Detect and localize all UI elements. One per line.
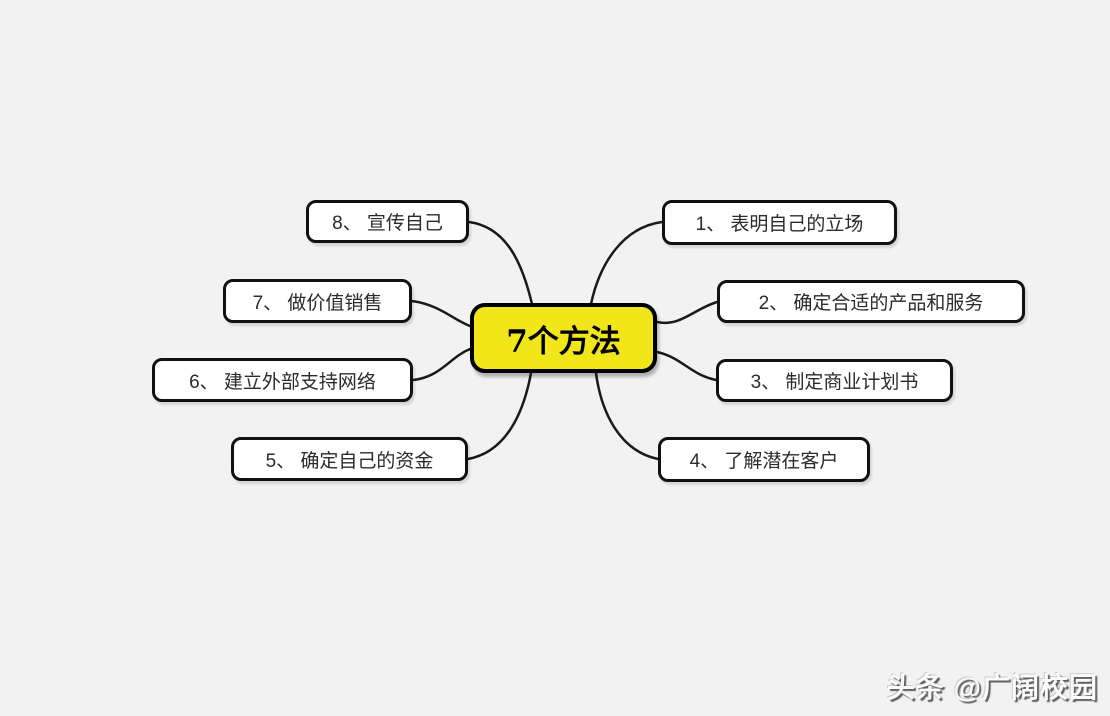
connector-branch-1 (589, 220, 664, 306)
connector-branch-7 (410, 299, 472, 328)
branch-node-1: 1、 表明自己的立场 (662, 200, 897, 245)
connector-branch-4 (594, 371, 660, 461)
branch-node-6: 6、 建立外部支持网络 (152, 358, 413, 402)
branch-node-7: 7、 做价值销售 (223, 279, 412, 323)
connector-branch-6 (411, 347, 472, 382)
branch-node-2: 2、 确定合适的产品和服务 (717, 280, 1025, 323)
branch-node-4: 4、 了解潜在客户 (658, 437, 870, 482)
watermark-text: 头条 @广阔校园 (886, 672, 1098, 703)
center-node: 7个方法 (470, 303, 657, 373)
branch-node-3: 3、 制定商业计划书 (716, 359, 953, 402)
connector-branch-2 (655, 300, 719, 325)
connector-branch-5 (466, 371, 533, 461)
connector-branch-8 (467, 220, 534, 306)
branch-node-5: 5、 确定自己的资金 (231, 437, 468, 481)
branch-node-8: 8、 宣传自己 (306, 200, 469, 243)
connector-branch-3 (655, 350, 718, 382)
